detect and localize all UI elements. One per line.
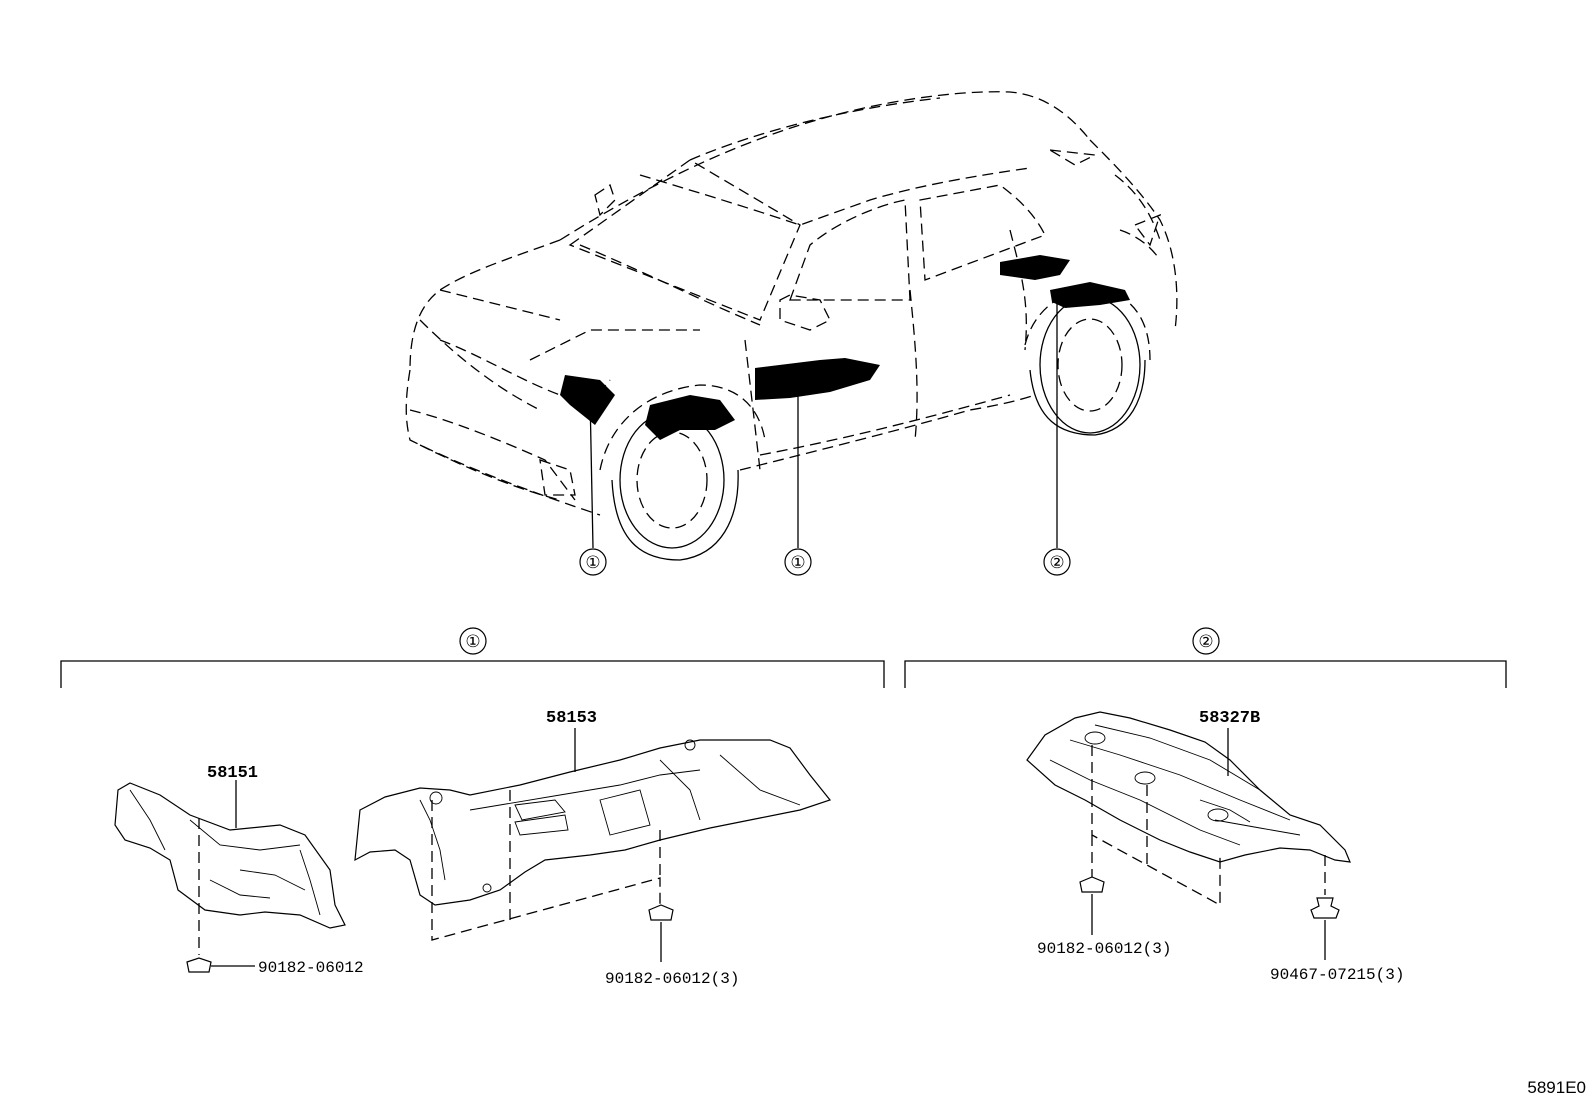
part-number-58327B: 58327B — [1199, 709, 1260, 728]
part-number-58153: 58153 — [546, 709, 597, 728]
diagram-id: 5891E0 — [1527, 1078, 1586, 1097]
marker-text: ① — [585, 553, 600, 573]
group2-callout: ② — [1198, 632, 1213, 652]
marker-text: ① — [790, 553, 805, 573]
fastener-90182-06012: 90182-06012 — [258, 959, 364, 977]
fastener-90182-06012-x3-group2: 90182-06012(3) — [1037, 940, 1171, 958]
part-58327B: 58327B 90182-06012(3) 90467-07215(3) — [1026, 709, 1404, 984]
vehicle-marker-2: ② — [1043, 548, 1071, 576]
group2-header: ② — [904, 627, 1507, 688]
vehicle-illustration — [405, 91, 1178, 561]
vehicle-marker-1a: ① — [579, 548, 607, 576]
fastener-90467-07215-x3: 90467-07215(3) — [1270, 966, 1404, 984]
group1-header: ① — [60, 627, 885, 688]
fastener-90182-06012-x3: 90182-06012(3) — [605, 970, 739, 988]
vehicle-marker-1b: ① — [784, 548, 812, 576]
marker-text: ② — [1049, 553, 1064, 573]
part-number-58151: 58151 — [207, 764, 258, 783]
part-58153: 58153 90182-06012(3) — [354, 709, 832, 988]
group1-callout: ① — [465, 632, 480, 652]
part-58151: 58151 90182-06012 — [114, 764, 364, 977]
